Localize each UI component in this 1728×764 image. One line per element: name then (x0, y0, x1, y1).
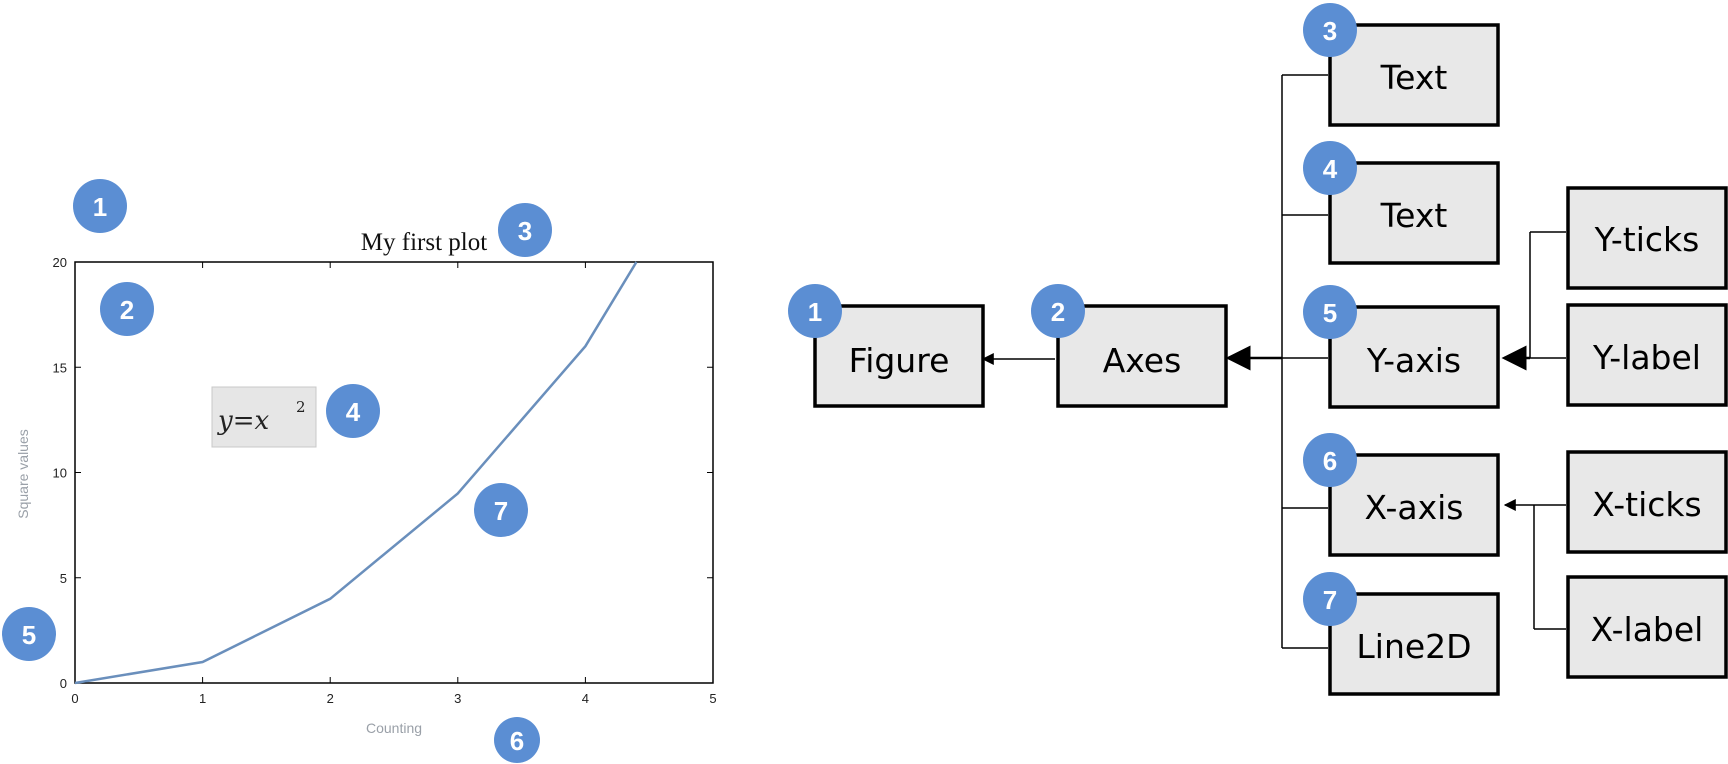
badge-node-figure: 1 (788, 284, 842, 338)
y-axis-label: Square values (15, 429, 31, 519)
node-text-equation: Text (1328, 161, 1500, 265)
node-text-title: Text (1328, 23, 1500, 127)
line2d-series (74, 261, 638, 685)
badge-y-axis: 5 (2, 607, 56, 661)
node-y-label-label: Y-label (1592, 338, 1701, 377)
x-axis-label: Counting (366, 720, 422, 736)
x-tick-label: 3 (454, 691, 461, 706)
svg-text:7: 7 (494, 496, 508, 526)
node-x-axis-label: X-axis (1365, 488, 1464, 527)
equation-exponent: 2 (296, 398, 306, 416)
node-axes: Axes (1056, 304, 1228, 408)
equation-text: y=x (217, 406, 269, 436)
badge-node-text-equation: 4 (1303, 141, 1357, 195)
badge-node-y-axis: 5 (1303, 285, 1357, 339)
svg-text:4: 4 (1323, 154, 1338, 184)
x-tick-label: 5 (709, 691, 716, 706)
node-y-ticks-label: Y-ticks (1594, 220, 1700, 259)
badge-title-text: 3 (498, 203, 552, 257)
node-figure-label: Figure (849, 341, 950, 380)
x-tick-label: 2 (327, 691, 334, 706)
badge-node-x-axis: 6 (1303, 433, 1357, 487)
y-tick-label: 10 (53, 466, 67, 481)
svg-text:3: 3 (518, 216, 532, 246)
svg-text:6: 6 (510, 726, 524, 756)
y-tick-label: 5 (60, 571, 67, 586)
x-ticks: 0 1 2 3 4 5 (71, 262, 717, 706)
svg-text:2: 2 (120, 295, 134, 325)
node-x-label: X-label (1566, 575, 1728, 679)
node-line2d: Line2D (1328, 592, 1500, 696)
badge-x-axis: 6 (494, 717, 540, 763)
node-y-axis: Y-axis (1328, 305, 1500, 409)
node-axes-label: Axes (1103, 341, 1182, 380)
node-text-equation-label: Text (1380, 196, 1448, 235)
node-x-axis: X-axis (1328, 453, 1500, 557)
hierarchy-diagram: Figure Axes Text Text Y-axis X-axis Line… (788, 3, 1728, 696)
node-text-title-label: Text (1380, 58, 1448, 97)
x-tick-label: 0 (71, 691, 78, 706)
badge-axes: 2 (100, 282, 154, 336)
y-tick-label: 15 (53, 360, 67, 375)
badge-node-axes: 2 (1031, 284, 1085, 338)
svg-text:7: 7 (1323, 585, 1337, 615)
y-tick-label: 20 (53, 255, 67, 270)
y-ticks: 0 5 10 15 20 (53, 255, 713, 691)
x-tick-label: 1 (199, 691, 206, 706)
node-figure: Figure (813, 304, 985, 408)
plot-title: My first plot (361, 229, 487, 256)
node-x-label-label: X-label (1591, 610, 1704, 649)
svg-text:1: 1 (808, 297, 822, 327)
badge-node-text-title: 3 (1303, 3, 1357, 57)
svg-text:2: 2 (1051, 297, 1065, 327)
badge-node-line2d: 7 (1303, 572, 1357, 626)
axes-frame (74, 261, 714, 684)
equation-text-box: y=x 2 (211, 386, 317, 448)
line2d-path (74, 261, 638, 685)
node-line2d-label: Line2D (1356, 627, 1471, 666)
node-x-ticks-label: X-ticks (1592, 485, 1701, 524)
badge-line2d: 7 (474, 483, 528, 537)
svg-text:5: 5 (22, 620, 36, 650)
x-tick-label: 4 (582, 691, 589, 706)
svg-text:1: 1 (93, 192, 107, 222)
svg-text:5: 5 (1323, 298, 1337, 328)
svg-text:4: 4 (346, 397, 361, 427)
y-tick-label: 0 (60, 676, 67, 691)
node-y-ticks: Y-ticks (1566, 186, 1728, 290)
node-y-axis-label: Y-axis (1366, 341, 1461, 380)
node-y-label: Y-label (1566, 303, 1728, 407)
badge-figure: 1 (73, 179, 127, 233)
node-x-ticks: X-ticks (1566, 450, 1728, 554)
svg-text:3: 3 (1323, 16, 1337, 46)
svg-text:6: 6 (1323, 446, 1337, 476)
badge-equation-text: 4 (326, 384, 380, 438)
